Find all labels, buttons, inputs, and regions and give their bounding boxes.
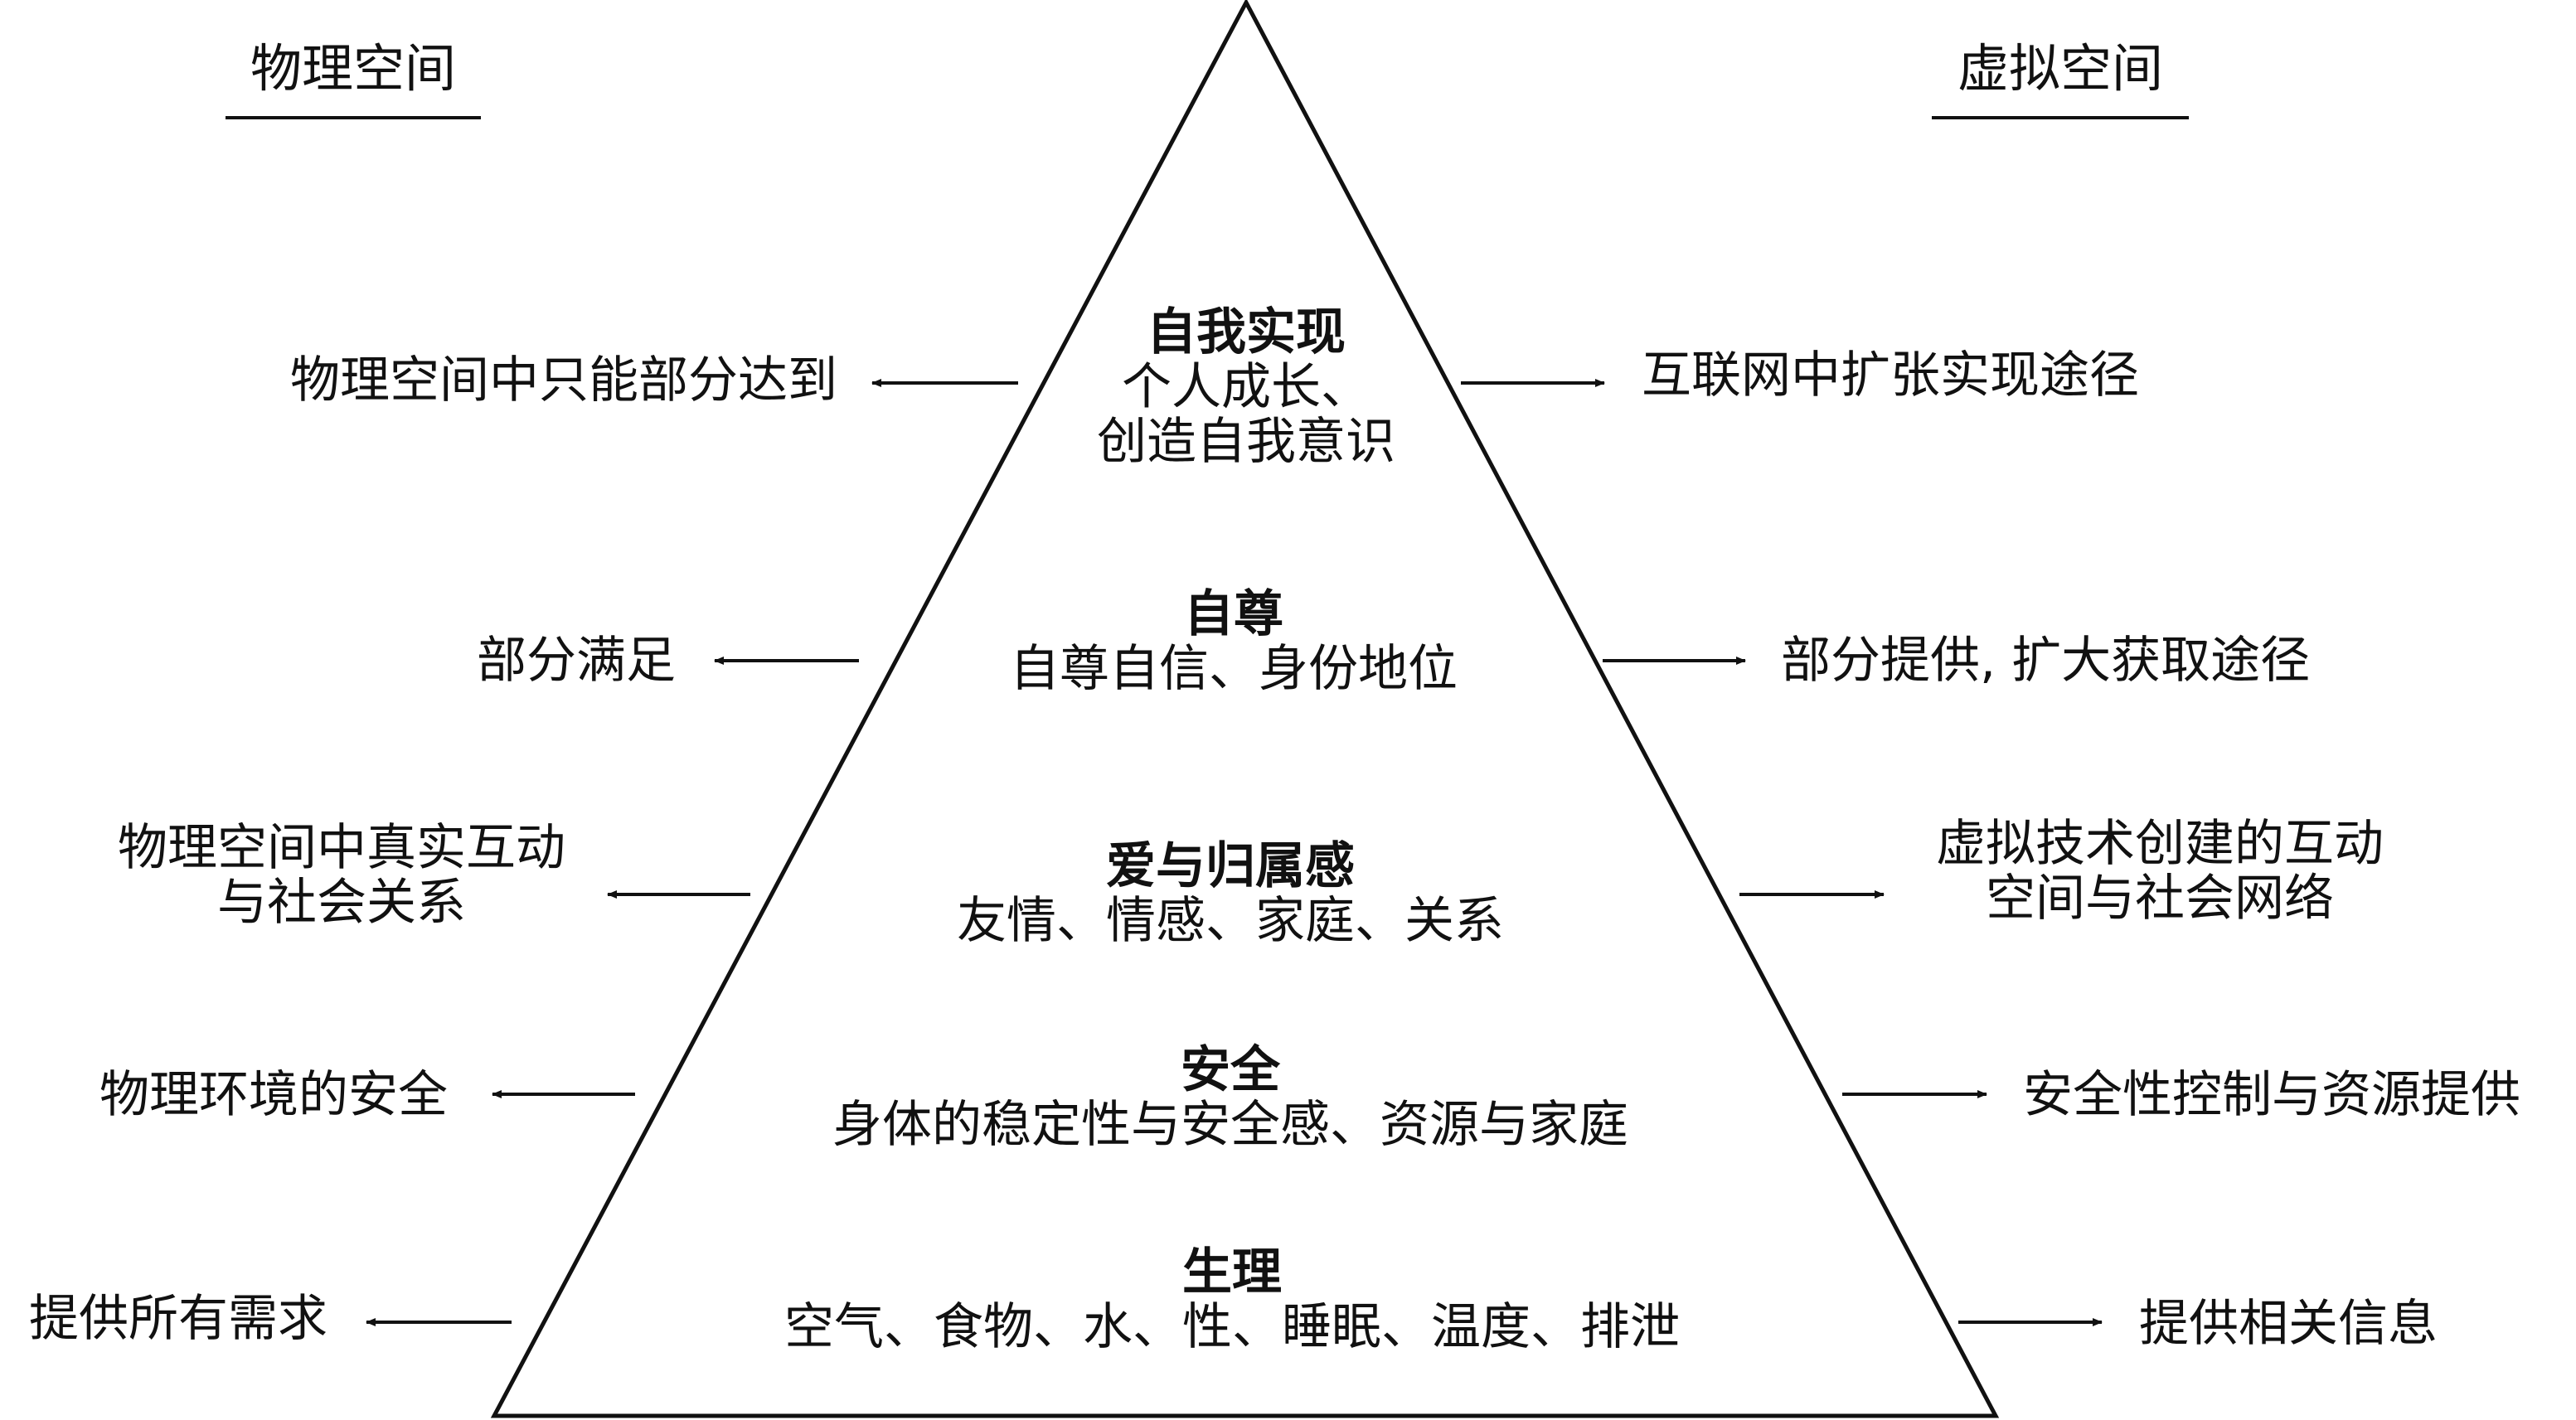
virtual-note-esteem: 部分提供, 扩大获取途径	[1781, 633, 2310, 688]
note-line: 提供相关信息	[2139, 1295, 2438, 1353]
physical-note-love-belonging: 物理空间中真实互动 与社会关系	[118, 821, 565, 930]
note-line: 与社会关系	[217, 874, 466, 932]
level-esteem: 自尊 自尊自信、身份地位	[1010, 587, 1458, 696]
virtual-note-physiological: 提供相关信息	[2139, 1296, 2438, 1351]
note-line: 物理空间中真实互动	[118, 819, 565, 877]
physical-note-safety: 物理环境的安全	[99, 1068, 448, 1122]
level-desc-line: 自尊自信、身份地位	[1010, 640, 1458, 698]
virtual-note-self-actualization: 互联网中扩张实现途径	[1642, 348, 2139, 403]
header-virtual-space: 虚拟空间	[1957, 38, 2164, 99]
level-title: 爱与归属感	[1106, 837, 1355, 895]
level-desc-line: 身体的稳定性与安全感、资源与家庭	[832, 1096, 1628, 1154]
level-title: 自我实现	[1147, 303, 1346, 361]
note-line: 提供所有需求	[29, 1290, 327, 1348]
note-line: 互联网中扩张实现途径	[1642, 347, 2139, 405]
note-line: 部分提供, 扩大获取途径	[1781, 632, 2311, 690]
level-safety: 安全 身体的稳定性与安全感、资源与家庭	[832, 1043, 1628, 1152]
virtual-note-love-belonging: 虚拟技术创建的互动 空间与社会网络	[1936, 817, 2384, 926]
note-line: 物理空间中只能部分达到	[290, 351, 837, 410]
note-line: 部分满足	[477, 632, 676, 690]
header-physical-space: 物理空间	[250, 38, 457, 99]
physical-note-physiological: 提供所有需求	[29, 1292, 327, 1346]
virtual-note-safety: 安全性控制与资源提供	[2023, 1068, 2520, 1122]
level-title: 安全	[1181, 1041, 1280, 1099]
level-desc-line: 个人成长、	[1122, 358, 1370, 416]
level-self-actualization: 自我实现 个人成长、 创造自我意识	[1097, 305, 1395, 469]
note-line: 物理环境的安全	[99, 1066, 448, 1124]
level-physiological: 生理 空气、食物、水、性、睡眠、温度、排泄	[784, 1245, 1680, 1355]
note-line: 安全性控制与资源提供	[2023, 1066, 2520, 1124]
note-line: 空间与社会网络	[1986, 870, 2334, 928]
level-desc-line: 空气、食物、水、性、睡眠、温度、排泄	[784, 1298, 1680, 1356]
level-love-belonging: 爱与归属感 友情、情感、家庭、关系	[957, 839, 1504, 948]
level-title: 自尊	[1184, 585, 1283, 643]
level-desc-line: 友情、情感、家庭、关系	[957, 892, 1504, 950]
note-line: 虚拟技术创建的互动	[1936, 815, 2384, 873]
physical-note-esteem: 部分满足	[477, 633, 676, 688]
physical-note-self-actualization: 物理空间中只能部分达到	[290, 353, 837, 408]
level-title: 生理	[1182, 1243, 1282, 1301]
pyramid-outline	[490, 0, 2000, 1418]
level-desc-line: 创造自我意识	[1097, 413, 1395, 471]
